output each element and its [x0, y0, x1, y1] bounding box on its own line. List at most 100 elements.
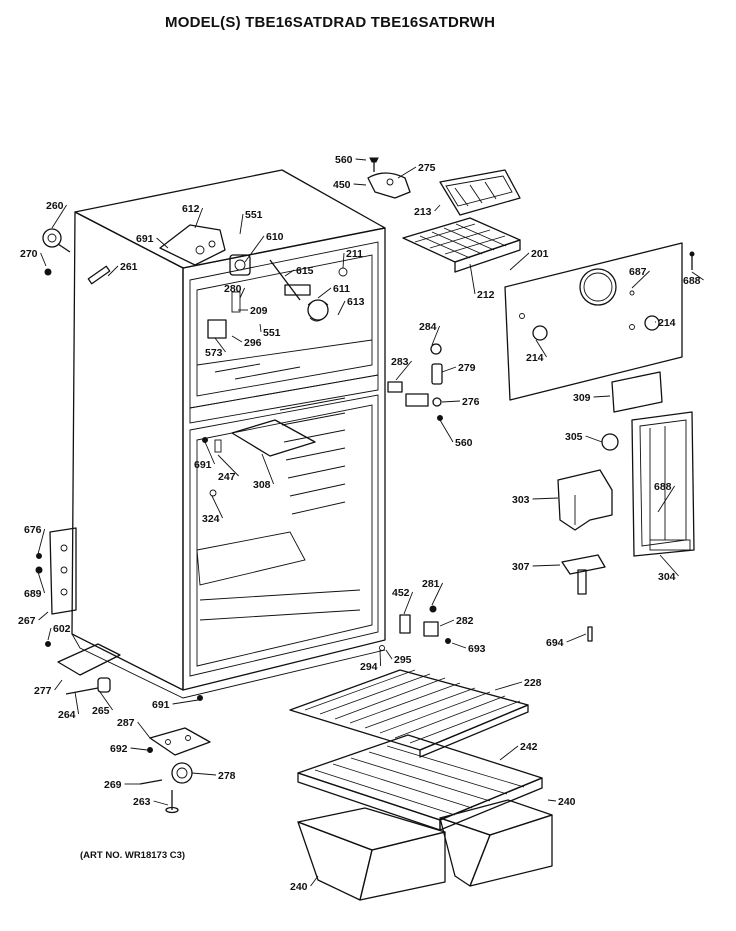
callout-leader — [137, 721, 151, 739]
part-number-label: 284 — [419, 321, 437, 333]
callout-leader — [244, 235, 265, 263]
callout-leader — [284, 269, 295, 277]
icemaker-bracket-275 — [367, 157, 411, 199]
callout-leader — [239, 287, 246, 299]
part-number-label: 247 — [218, 471, 236, 483]
part-number-label: 688 — [683, 275, 701, 287]
hinge-cover-267 — [35, 527, 77, 647]
callout-leader — [317, 287, 332, 299]
callout-leader — [379, 649, 382, 667]
callout-leader — [38, 611, 49, 621]
freezer-fan-assembly — [207, 254, 348, 339]
part-number-label: 264 — [58, 709, 76, 721]
callout-leader — [535, 339, 547, 358]
part-number-label: 615 — [296, 265, 314, 277]
part-number-label: 212 — [477, 289, 495, 301]
part-number-label: 612 — [182, 203, 200, 215]
callout-leader — [397, 166, 417, 179]
part-number-label: 261 — [120, 261, 138, 273]
part-number-label: 450 — [333, 179, 351, 191]
shelf-228 — [289, 669, 529, 758]
thermostat-knob-260 — [42, 228, 71, 276]
callout-leader — [107, 265, 119, 277]
part-number-label: 201 — [531, 248, 549, 260]
part-number-label: 228 — [524, 677, 542, 689]
callout-leader — [259, 323, 262, 333]
callout-leader — [499, 745, 519, 761]
callout-leader — [631, 270, 650, 289]
callout-leader — [566, 633, 587, 643]
callout-leader — [194, 207, 204, 229]
callout-leader — [337, 300, 346, 316]
ice-tray-213 — [439, 169, 521, 216]
part-number-label: 209 — [250, 305, 268, 317]
part-number-label: 265 — [92, 705, 110, 717]
part-number-label: 294 — [360, 661, 378, 673]
part-number-label: 278 — [218, 770, 236, 782]
part-number-label: 452 — [392, 587, 410, 599]
shelf-308 — [231, 419, 316, 457]
crisper-cover-242 — [297, 734, 543, 831]
part-number-label: 309 — [573, 392, 591, 404]
part-number-label: 287 — [117, 717, 135, 729]
part-number-label: 240 — [558, 796, 576, 808]
part-number-label: 296 — [244, 337, 262, 349]
callout-leader — [153, 800, 169, 806]
callout-leader — [441, 366, 457, 373]
part-number-label: 214 — [658, 317, 676, 329]
callout-leader — [593, 395, 611, 398]
art-number: (ART NO. WR18173 C3) — [80, 850, 186, 861]
part-number-label: 676 — [24, 524, 42, 536]
callout-leader — [691, 271, 704, 281]
evaporator-cover-201 — [504, 242, 695, 401]
callout-leader — [211, 495, 224, 519]
grille-277 — [57, 643, 121, 676]
part-number-label: 267 — [18, 615, 36, 627]
part-number-label: 693 — [468, 643, 486, 655]
callout-leader — [532, 564, 561, 567]
damper-control-303 — [557, 433, 619, 531]
icemaker-shelf-212 — [402, 217, 521, 273]
trim-261 — [87, 265, 111, 285]
roller-assembly — [65, 677, 211, 814]
callout-leader — [172, 699, 199, 705]
callout-leader — [434, 204, 441, 212]
small-fasteners — [202, 437, 593, 651]
part-number-label: 295 — [394, 654, 412, 666]
callout-leader — [509, 252, 530, 271]
part-number-label: 283 — [391, 356, 409, 368]
part-number-label: 260 — [46, 200, 64, 212]
part-number-label: 279 — [458, 362, 476, 374]
part-number-label: 282 — [456, 615, 474, 627]
insulation-309 — [611, 371, 663, 413]
part-number-label: 303 — [512, 494, 530, 506]
callout-leader — [51, 204, 67, 229]
part-number-label: 240 — [290, 881, 308, 893]
part-number-label: 270 — [20, 248, 38, 260]
callout-leader — [239, 213, 244, 235]
callout-leader — [439, 619, 455, 627]
part-number-label: 280 — [224, 283, 242, 295]
part-number-label: 694 — [546, 637, 564, 649]
callout-leader — [191, 772, 217, 776]
part-number-label: 688 — [654, 481, 672, 493]
callout-leader — [217, 454, 239, 477]
callout-leader — [547, 799, 557, 802]
page-title: MODEL(S) TBE16SATDRAD TBE16SATDRWH — [165, 14, 496, 31]
callout-leader — [342, 252, 345, 269]
part-number-label: 263 — [133, 796, 151, 808]
callout-leader — [439, 419, 454, 443]
part-number-label: 324 — [202, 513, 220, 525]
part-number-label: 691 — [152, 699, 170, 711]
cabinet — [71, 169, 386, 699]
crisper-drawer-240a — [297, 807, 446, 901]
callout-leader — [395, 360, 412, 381]
callout-leader — [261, 453, 275, 485]
callout-leader — [585, 435, 603, 443]
part-number-label: 308 — [253, 479, 271, 491]
callout-leader — [441, 400, 461, 403]
hinge-parts — [387, 343, 443, 421]
part-number-label: 610 — [266, 231, 284, 243]
part-number-label: 602 — [53, 623, 71, 635]
